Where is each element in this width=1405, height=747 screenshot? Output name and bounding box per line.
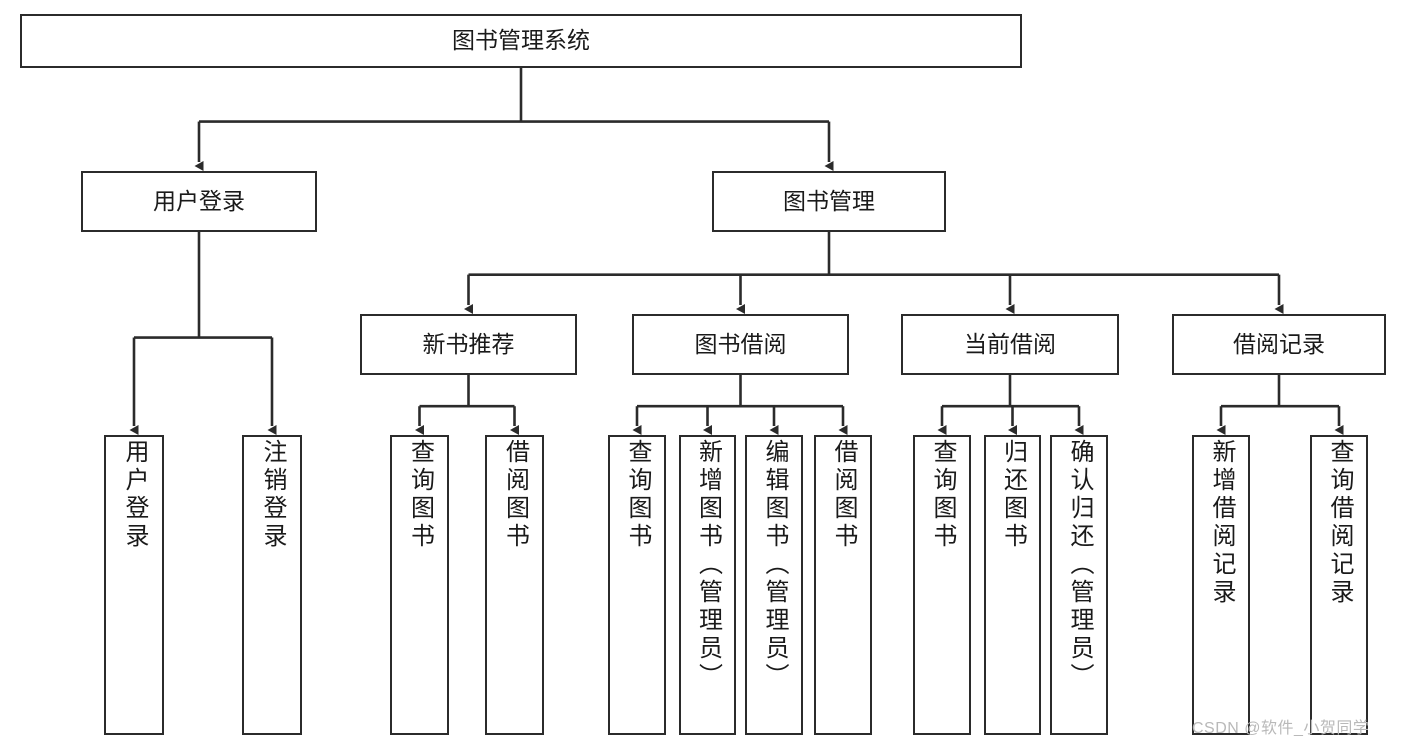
node-label: 借阅图书	[501, 439, 529, 551]
node-leaf-return-book: 归还图书	[984, 435, 1041, 735]
node-label: 图书借阅	[694, 330, 787, 357]
node-book-borrow: 图书借阅	[632, 314, 849, 375]
node-label: 借阅图书	[830, 439, 857, 551]
node-leaf-user-login: 用户登录	[104, 435, 164, 735]
node-label: 当前借阅	[964, 330, 1056, 357]
node-label: 编辑图书（管理员）	[761, 439, 788, 691]
node-label: 确认归还（管理员）	[1066, 439, 1093, 691]
node-label: 用户登录	[153, 187, 245, 214]
node-borrow-record: 借阅记录	[1172, 314, 1386, 375]
node-user-login: 用户登录	[81, 171, 317, 232]
node-label: 查询借阅记录	[1326, 439, 1353, 607]
node-leaf-query-book-2: 查询图书	[608, 435, 666, 735]
node-label: 图书管理	[783, 187, 875, 214]
node-leaf-add-book: 新增图书（管理员）	[679, 435, 736, 735]
node-leaf-query-book-1: 查询图书	[390, 435, 449, 735]
node-current-borrow: 当前借阅	[901, 314, 1119, 375]
node-label: 查询图书	[929, 439, 956, 551]
node-leaf-borrow-book-2: 借阅图书	[814, 435, 872, 735]
node-root: 图书管理系统	[20, 14, 1022, 68]
node-label: 归还图书	[999, 439, 1027, 551]
node-leaf-query-book-3: 查询图书	[913, 435, 971, 735]
node-label: 新书推荐	[422, 330, 515, 357]
node-label: 查询图书	[406, 439, 434, 551]
node-leaf-edit-book: 编辑图书（管理员）	[745, 435, 803, 735]
node-label: 图书管理系统	[452, 27, 590, 54]
node-book-manage: 图书管理	[712, 171, 946, 232]
node-leaf-query-record: 查询借阅记录	[1310, 435, 1368, 735]
node-label: 新增图书（管理员）	[694, 439, 722, 691]
node-label: 注销登录	[259, 439, 286, 551]
node-leaf-borrow-book-1: 借阅图书	[485, 435, 544, 735]
csdn-watermark: CSDN @软件_小贺同学	[1192, 720, 1370, 737]
node-leaf-add-record: 新增借阅记录	[1192, 435, 1250, 735]
node-label: 借阅记录	[1233, 330, 1325, 357]
node-label: 查询图书	[624, 439, 651, 551]
node-leaf-confirm-return: 确认归还（管理员）	[1050, 435, 1108, 735]
node-leaf-logout: 注销登录	[242, 435, 302, 735]
node-label: 新增借阅记录	[1208, 439, 1235, 607]
node-new-book-rec: 新书推荐	[360, 314, 577, 375]
node-label: 用户登录	[121, 439, 148, 551]
